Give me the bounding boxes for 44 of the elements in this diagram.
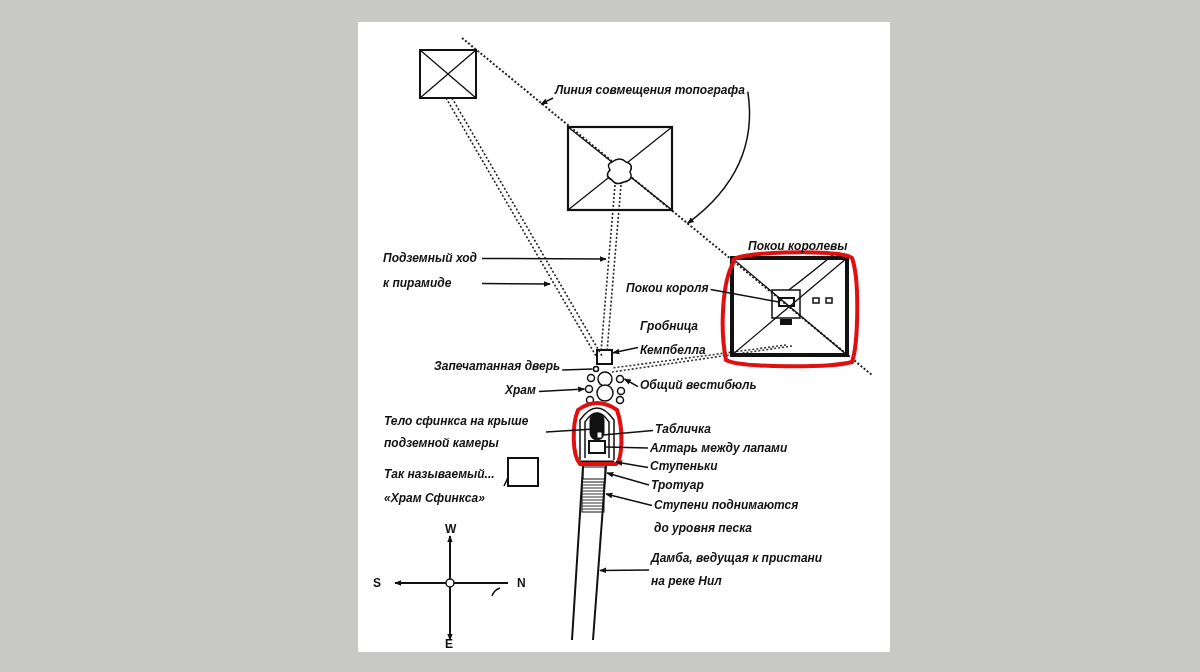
steps-line	[580, 460, 614, 464]
leader-line	[503, 476, 509, 487]
leader-line	[686, 90, 751, 225]
callout-label: Тротуар	[651, 477, 704, 493]
leader-line	[602, 429, 654, 436]
leader-line	[606, 472, 650, 486]
callout-label: Храм	[505, 382, 536, 398]
compass-letter: S	[373, 576, 381, 590]
callout-label: Табличка	[655, 421, 711, 437]
leader-line	[540, 97, 554, 105]
callout-label: Общий вестибюль	[640, 377, 757, 393]
compass-letter: W	[445, 522, 457, 536]
causeway-lines	[571, 465, 607, 641]
callout-label: Гробница Кемпбелла	[640, 314, 725, 362]
callout-label: Так называемый... «Храм Сфинкса»	[384, 462, 502, 510]
leader-line	[605, 446, 649, 449]
callout-label: Дамба, ведущая к пристани на реке Нил	[651, 547, 831, 593]
leader-line	[481, 281, 551, 287]
callout-label: Запечатанная дверь	[434, 358, 561, 374]
leader-line	[481, 256, 607, 262]
callout-label: Ступени поднимаются до уровня песка	[654, 494, 814, 540]
leader-line	[612, 346, 639, 355]
callout-label: Алтарь между лапами	[650, 440, 788, 456]
leader-line	[615, 460, 649, 469]
callout-label: Тело сфинкса на крыше подземной камеры	[384, 410, 544, 454]
altar-box	[588, 440, 606, 454]
chamber-circle	[584, 384, 594, 394]
callout-label: Покои королевы	[748, 238, 848, 254]
chamber-box	[778, 297, 795, 307]
callout-label: Ступеньки	[650, 458, 718, 474]
leader-line	[561, 368, 594, 371]
callout-label: Подземный ход к пирамиде	[383, 246, 478, 296]
temple-box	[507, 457, 539, 487]
compass-letter: N	[517, 576, 526, 590]
leader-line	[599, 567, 650, 574]
callout-label: Линия совмещения топографа	[555, 82, 745, 98]
leader-line	[538, 386, 586, 393]
chamber-circle	[615, 374, 625, 384]
leader-line	[709, 288, 780, 303]
leader-line	[605, 492, 653, 507]
callout-label: Покои короля	[626, 280, 709, 296]
leader-line	[545, 428, 591, 433]
leader-line	[788, 254, 834, 291]
leader-line	[623, 378, 639, 388]
